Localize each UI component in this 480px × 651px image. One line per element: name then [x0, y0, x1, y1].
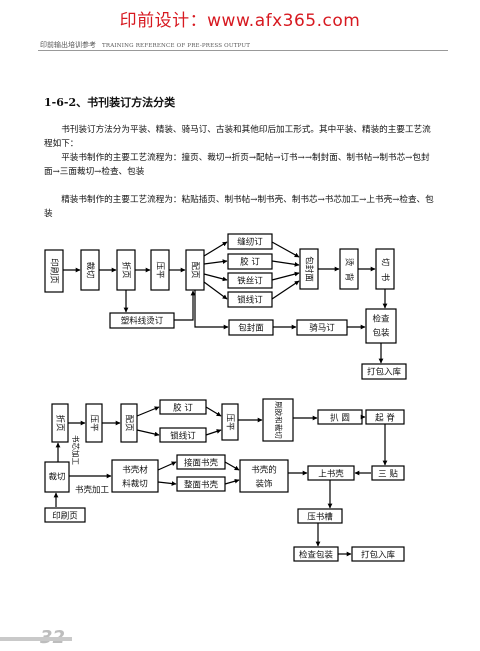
- label-lock-sew: 锁线订: [237, 295, 263, 306]
- box-print-2: [44, 507, 86, 523]
- label-ridge: 起 脊: [375, 413, 395, 424]
- label-cut-2: 裁切: [48, 472, 65, 483]
- label-thread-sew: 缝纫订: [237, 237, 263, 248]
- label-plastic-thread: 塑料线烫订: [121, 316, 164, 327]
- label-print-2: 印刷页: [52, 511, 78, 522]
- box-cut-2: [44, 461, 70, 493]
- label-fold: 折页: [121, 261, 132, 278]
- box-press-3: [221, 403, 239, 441]
- label-round: 扒 圆: [330, 413, 350, 424]
- box-case-decor: [239, 459, 289, 493]
- box-groove: [297, 508, 343, 524]
- box-lock-sew: [227, 291, 273, 308]
- label-inspect-1a: 检查: [372, 314, 390, 325]
- label-inspect-1b: 包装: [372, 328, 390, 339]
- label-press: 压平: [155, 261, 165, 279]
- running-header-cn: 印前输出培训参考: [40, 41, 96, 49]
- box-three-paste: [371, 465, 405, 481]
- label-groove: 压书槽: [307, 512, 333, 523]
- box-pack-2: [351, 546, 405, 562]
- paragraph-paperback: 平装书制作的主要工艺流程为：撞页、裁切→折页→配帖→订书→→制封面、制书帖→制书…: [44, 153, 430, 177]
- label-spine-glue: 刷胶和裁切: [274, 401, 284, 439]
- label-gather: 配页: [190, 261, 200, 278]
- label-trim: 切: [380, 258, 390, 267]
- paragraph-intro: 书刊装订方法分为平装、精装、骑马订、古装和其他印后加工形式。其中平装、精装的主要…: [44, 125, 431, 149]
- label-case-material-b: 料裁切: [122, 479, 148, 490]
- flow-hardcover-labels: 折页 压平 配页 胶 订 锁线订 压平 刷胶和裁切 扒 圆 起 脊 书芯加工 裁…: [48, 401, 398, 560]
- label-joint-case: 接面书壳: [184, 458, 219, 469]
- label-pack-2: 打包入库: [361, 550, 396, 561]
- flow-paperback-labels: 印刷页 裁切 折页 压平 配页 缝纫订 胶 订 铁丝订 锁线订 包封面 烫 背 …: [49, 237, 402, 378]
- label-core-process: 书芯加工: [71, 435, 81, 465]
- box-case-material: [111, 459, 159, 493]
- label-whole-case: 整面书壳: [184, 480, 219, 491]
- label-lock-2: 锁线订: [170, 431, 196, 442]
- label-saddle-stitch: 骑马订: [309, 323, 335, 334]
- label-cut: 裁切: [85, 261, 96, 278]
- label-press-2: 压平: [89, 414, 99, 432]
- label-glue-2: 胶 订: [173, 403, 193, 414]
- label-iron: 烫: [344, 258, 355, 267]
- label-fold-2: 折页: [55, 414, 66, 431]
- box-iron-back: [339, 248, 359, 290]
- label-cover-2: 包封面: [238, 323, 264, 334]
- box-pack-1: [361, 363, 407, 380]
- label-perfect-bind: 胶 订: [240, 257, 260, 268]
- section-title: 1-6-2、书刊装订方法分类: [44, 96, 176, 109]
- box-trim-book: [375, 248, 395, 290]
- label-attach-case: 上书壳: [318, 469, 344, 480]
- label-gather-2: 配页: [124, 414, 134, 431]
- label-cover: 包封面: [304, 256, 315, 282]
- flow-hardcover: [44, 398, 405, 562]
- paragraph-hardcover: 精装书制作的主要工艺流程为：粘贴插页、制书帖→制书壳、制书芯→书芯加工→上书壳→…: [44, 195, 434, 219]
- label-press-3: 压平: [225, 413, 235, 431]
- flow-paperback: [44, 233, 407, 380]
- site-banner: 印前设计：www.afx365.com: [119, 11, 361, 31]
- running-header-en: TRAINING REFERENCE OF PRE-PRESS OUTPUT: [102, 43, 251, 49]
- label-back: 背: [344, 273, 355, 282]
- box-print-pages: [44, 249, 64, 293]
- label-wire-stitch: 铁丝订: [237, 276, 263, 287]
- label-case-decor-a: 书壳的: [251, 465, 277, 476]
- box-thread-sew: [227, 233, 273, 250]
- label-book: 书: [380, 273, 391, 282]
- box-gather-2: [120, 403, 138, 443]
- footer-bar: [0, 637, 72, 641]
- label-inspect-2: 检查包装: [299, 550, 334, 561]
- running-header: 印前输出培训参考 TRAINING REFERENCE OF PRE-PRESS …: [40, 40, 250, 50]
- label-print-pages: 印刷页: [49, 258, 60, 284]
- box-spine-glue: [262, 398, 294, 442]
- header-rule: [38, 50, 448, 51]
- box-attach-case: [307, 465, 355, 481]
- label-three-paste: 三 贴: [378, 469, 398, 480]
- label-case-material-a: 书壳材: [122, 465, 148, 476]
- box-wire-stitch: [227, 272, 273, 289]
- label-case-decor-b: 装饰: [255, 479, 273, 490]
- label-case-process: 书壳加工: [75, 485, 110, 496]
- label-pack-1: 打包入库: [367, 367, 402, 378]
